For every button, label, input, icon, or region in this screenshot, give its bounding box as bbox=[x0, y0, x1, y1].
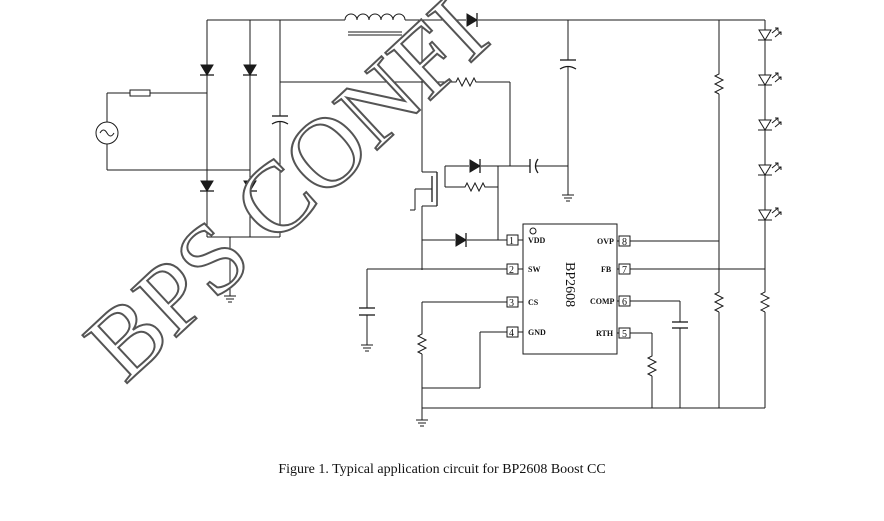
svg-text:COMP: COMP bbox=[590, 297, 615, 306]
svg-text:4: 4 bbox=[509, 328, 514, 339]
svg-text:OVP: OVP bbox=[597, 237, 614, 246]
pin-7-fb: 7 FB bbox=[601, 263, 631, 276]
svg-text:7: 7 bbox=[622, 265, 627, 276]
svg-text:5: 5 bbox=[622, 329, 627, 340]
sense-resistor bbox=[417, 331, 427, 355]
output-diode bbox=[466, 12, 478, 28]
svg-text:2: 2 bbox=[509, 265, 514, 276]
pin-4-gnd: 4 GND bbox=[506, 326, 546, 339]
ovp-upper-resistor bbox=[714, 71, 724, 95]
fuse bbox=[107, 89, 207, 97]
svg-text:RTH: RTH bbox=[596, 329, 614, 338]
bridge-rectifier bbox=[199, 19, 345, 238]
snubber-diode bbox=[469, 158, 481, 174]
gate-resistor bbox=[462, 182, 488, 192]
ovp-lower-resistor bbox=[714, 289, 724, 313]
ground-symbol-main bbox=[415, 419, 429, 427]
comp-capacitor bbox=[672, 321, 688, 408]
pin-1-vdd: 1 VDD bbox=[506, 234, 546, 247]
input-capacitor bbox=[271, 20, 289, 237]
pin-6-comp: 6 COMP bbox=[590, 295, 631, 308]
svg-text:VDD: VDD bbox=[528, 236, 546, 245]
startup-resistor bbox=[453, 77, 479, 87]
svg-text:6: 6 bbox=[622, 297, 627, 308]
figure-caption: Figure 1. Typical application circuit fo… bbox=[278, 462, 606, 477]
pin-5-rth: 5 RTH bbox=[596, 327, 631, 340]
ic-bp2608: BP2608 bbox=[522, 223, 618, 355]
boost-inductor bbox=[344, 13, 422, 36]
vdd-capacitor bbox=[359, 307, 375, 345]
svg-text:3: 3 bbox=[509, 298, 514, 309]
ground-symbol-output bbox=[561, 194, 575, 202]
ac-source bbox=[95, 93, 119, 170]
pin-8-ovp: 8 OVP bbox=[597, 235, 631, 248]
svg-text:SW: SW bbox=[528, 265, 540, 274]
pin-2-sw: 2 SW bbox=[506, 263, 540, 276]
ground-symbol-vdd bbox=[360, 344, 374, 352]
svg-text:FB: FB bbox=[601, 265, 612, 274]
svg-text:8: 8 bbox=[622, 237, 627, 248]
svg-text:GND: GND bbox=[528, 328, 546, 337]
fb-sense-resistor bbox=[760, 289, 770, 313]
led-string bbox=[757, 20, 782, 290]
svg-text:CS: CS bbox=[528, 298, 539, 307]
output-capacitor bbox=[559, 20, 577, 195]
snubber-capacitor bbox=[529, 158, 568, 174]
power-mosfet bbox=[410, 171, 438, 270]
rth-resistor bbox=[647, 353, 657, 377]
svg-text:1: 1 bbox=[509, 236, 514, 247]
vdd-diode bbox=[455, 232, 467, 248]
chip-name: BP2608 bbox=[562, 262, 577, 307]
ground-symbol-bridge bbox=[223, 295, 237, 303]
